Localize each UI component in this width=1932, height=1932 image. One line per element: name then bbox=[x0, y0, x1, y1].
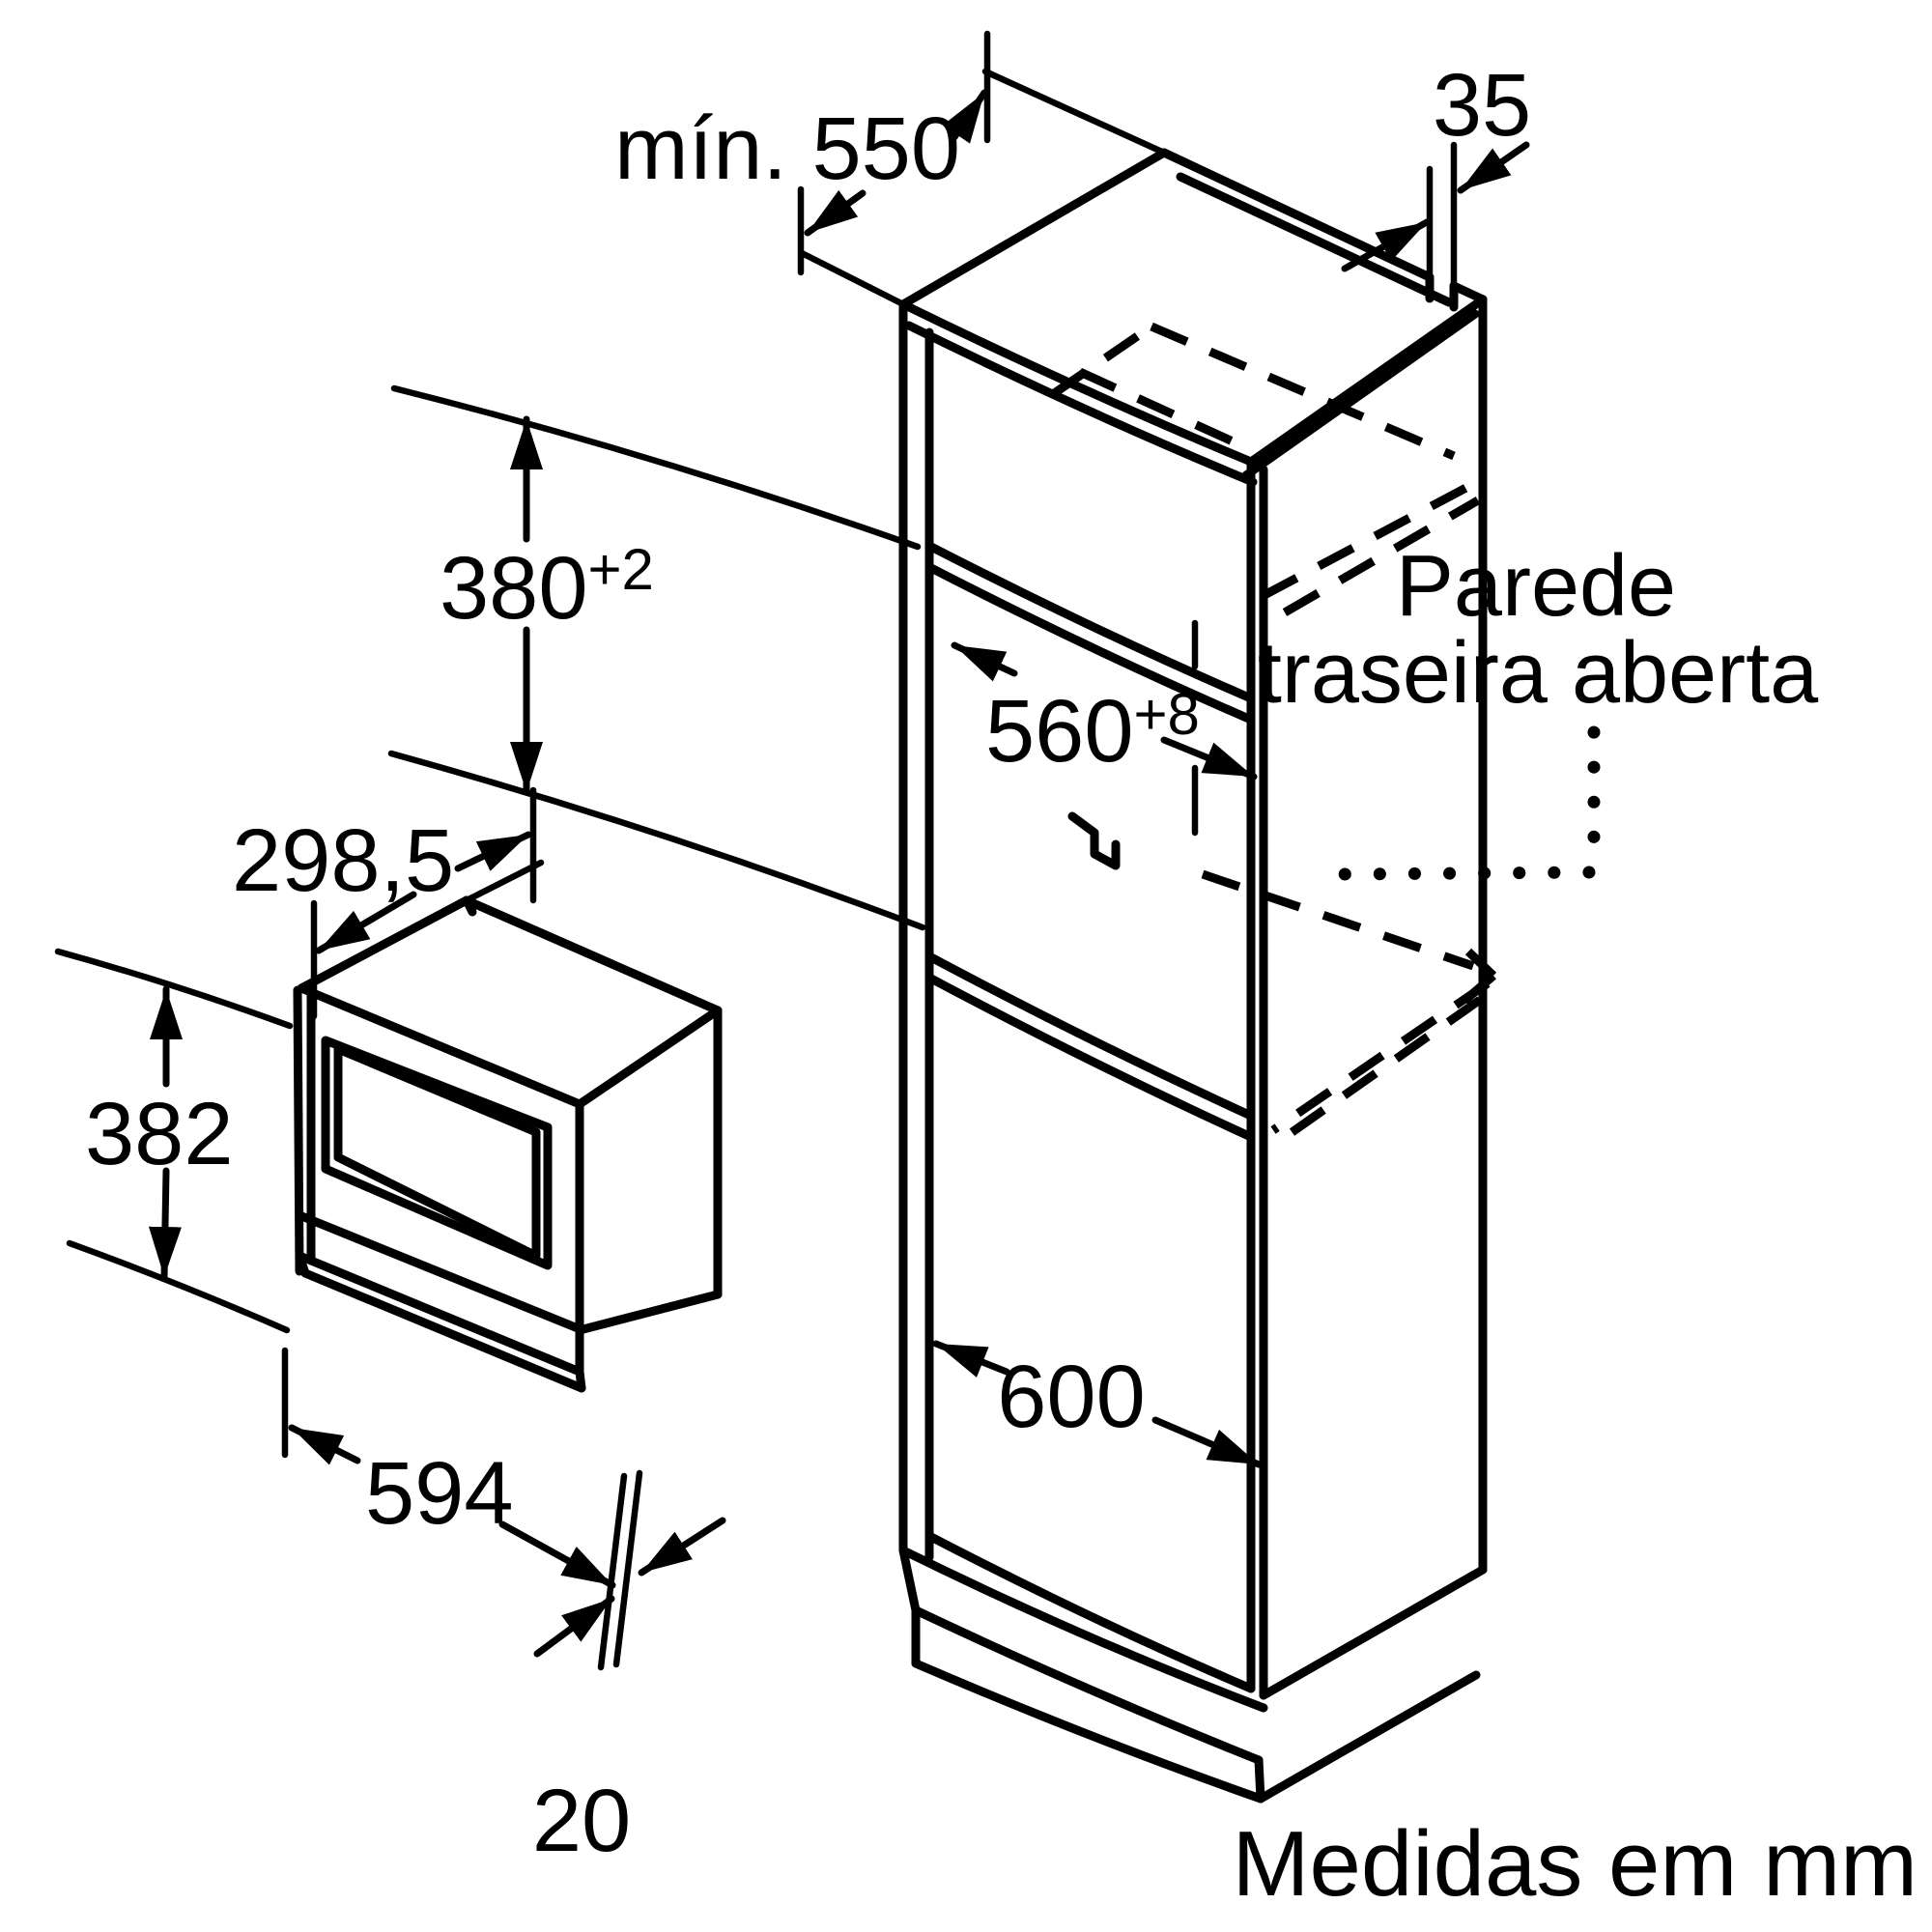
rear-wall-note-line1: Parede bbox=[1396, 538, 1676, 635]
dim-rear-gap: 35 bbox=[1341, 56, 1531, 290]
label-appliance-width: 594 bbox=[365, 1444, 514, 1543]
door-window-outer bbox=[321, 1036, 553, 1270]
dim-appliance-width: 594 bbox=[281, 1347, 616, 1589]
label-niche-height: 380+2 bbox=[440, 537, 654, 638]
dim-min-depth: mín. 550 bbox=[614, 30, 1168, 308]
label-appliance-depth: 298,5 bbox=[232, 811, 454, 910]
dim-cabinet-width: 600 bbox=[932, 1340, 1263, 1468]
microwave bbox=[293, 895, 723, 1393]
dim-appliance-depth: 298,5 bbox=[232, 786, 545, 1020]
dim-appliance-height: 382 bbox=[54, 948, 294, 1334]
units-note: Medidas em mm bbox=[1233, 1812, 1918, 1916]
label-min-depth: mín. 550 bbox=[614, 99, 960, 198]
rear-wall-leader bbox=[1336, 725, 1601, 881]
label-rear-gap: 35 bbox=[1433, 56, 1531, 155]
label-niche-depth: 560+8 bbox=[985, 682, 1200, 781]
door-window-inner bbox=[333, 1044, 541, 1261]
cabinet-outline bbox=[898, 148, 1488, 1804]
label-door-overhang: 20 bbox=[532, 1772, 631, 1870]
dim-door-overhang: 20 bbox=[532, 1469, 726, 1870]
annotations: Parede traseira aberta Medidas em mm bbox=[1233, 538, 1918, 1916]
dim-niche-depth: 560+8 bbox=[951, 641, 1258, 781]
label-cabinet-width: 600 bbox=[997, 1348, 1146, 1446]
dim-niche-height: 380+2 bbox=[387, 384, 926, 931]
cabinet-hidden-edges bbox=[1050, 322, 1497, 1147]
label-appliance-height: 382 bbox=[85, 1085, 234, 1183]
rear-wall-note-line2: traseira aberta bbox=[1258, 625, 1819, 722]
